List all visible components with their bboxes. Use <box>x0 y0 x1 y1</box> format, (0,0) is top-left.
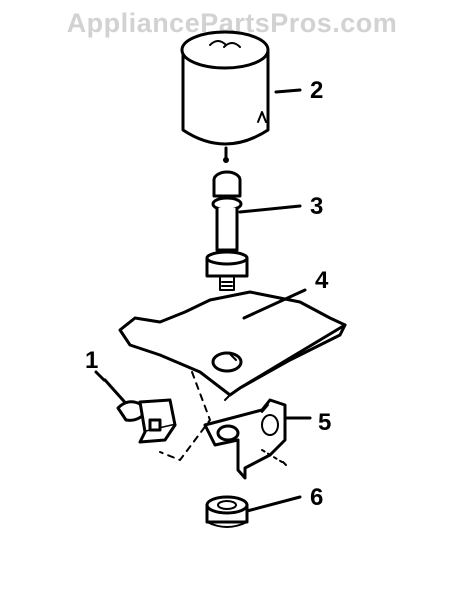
mounting-bracket-plate <box>118 290 347 461</box>
callout-6: 6 <box>310 484 323 511</box>
callout-2: 2 <box>310 77 323 104</box>
leader-line-1 <box>94 370 106 382</box>
leader-line-6 <box>245 495 302 513</box>
clamp-bracket-part <box>203 398 287 480</box>
leader-line-3 <box>238 204 302 214</box>
leader-lines <box>94 88 312 513</box>
callout-3: 3 <box>310 193 323 220</box>
leader-line-4 <box>242 288 307 320</box>
callout-1: 1 <box>85 347 98 374</box>
callout-4: 4 <box>315 267 329 294</box>
motor-part <box>180 30 270 163</box>
nut-part <box>205 495 249 528</box>
switch-part <box>103 378 177 444</box>
leader-line-2 <box>274 88 302 94</box>
shaft-part <box>205 170 249 291</box>
callout-5: 5 <box>318 409 331 436</box>
